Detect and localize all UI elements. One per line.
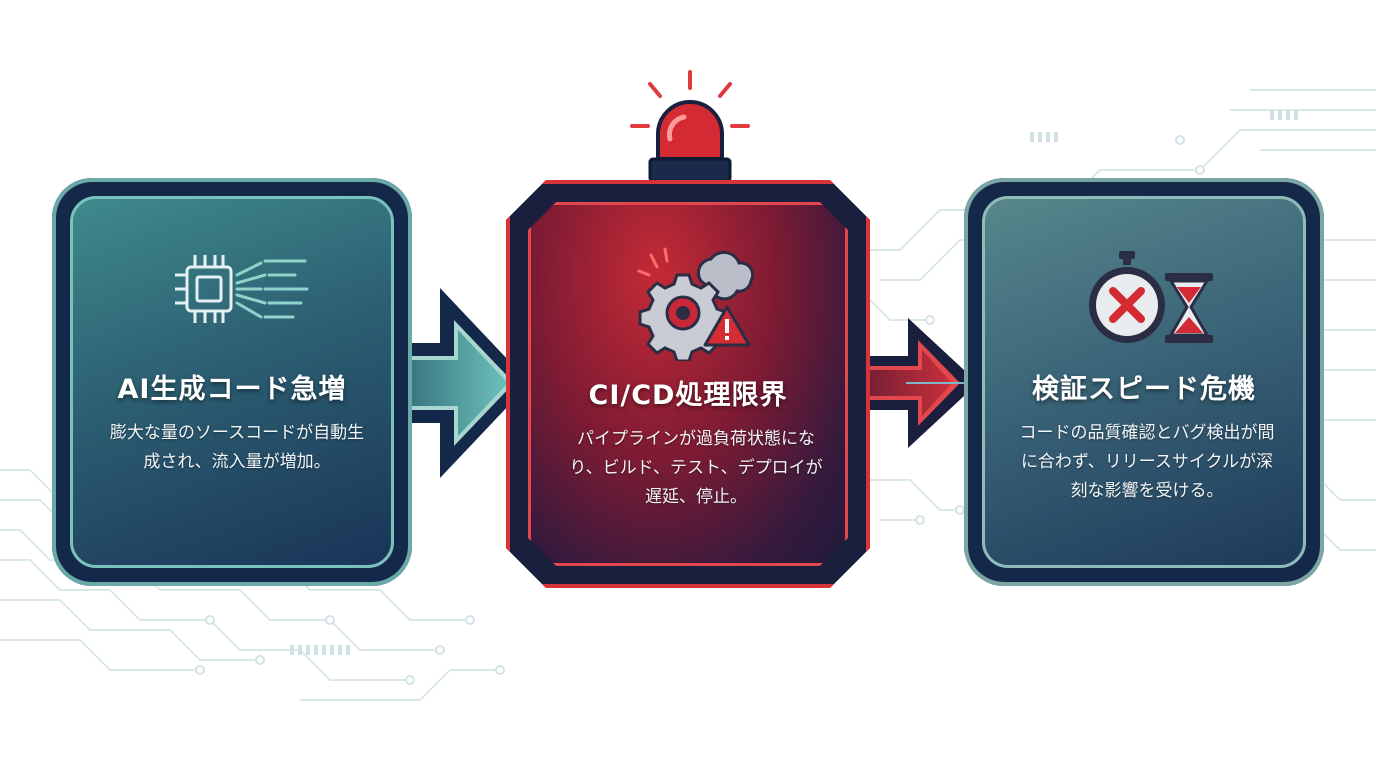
chip-code-icon	[175, 255, 309, 323]
gear-smoke-warning-icon	[631, 241, 761, 361]
step-card-ai-code: AI生成コード急増 膨大な量のソースコードが自動生成され、流入量が増加。	[52, 178, 412, 586]
step-description: 膨大な量のソースコードが自動生成され、流入量が増加。	[109, 423, 365, 472]
step-card-ai-code-panel: AI生成コード急増 膨大な量のソースコードが自動生成され、流入量が増加。	[70, 196, 394, 568]
flow-arrow-1	[380, 288, 530, 478]
step-description: コードの品質確認とバグ検出が間に合わず、リリースサイクルが深刻な影響を受ける。	[1019, 423, 1275, 501]
step-title: CI/CD処理限界	[588, 380, 788, 411]
siren-icon	[630, 70, 750, 183]
step-title: 検証スピード危機	[1032, 374, 1256, 405]
flow-arrow-2	[846, 318, 978, 448]
step-card-verification-panel: 検証スピード危機 コードの品質確認とバグ検出が間に合わず、リリースサイクルが深刻…	[982, 196, 1306, 568]
stopwatch-hourglass-icon	[1089, 251, 1213, 343]
step-card-cicd-panel: CI/CD処理限界 パイプラインが過負荷状態になり、ビルド、テスト、デプロイが遅…	[528, 202, 848, 566]
step-card-cicd: CI/CD処理限界 パイプラインが過負荷状態になり、ビルド、テスト、デプロイが遅…	[506, 180, 870, 588]
step-card-verification: 検証スピード危機 コードの品質確認とバグ検出が間に合わず、リリースサイクルが深刻…	[964, 178, 1324, 586]
step-description: パイプラインが過負荷状態になり、ビルド、テスト、デプロイが遅延、停止。	[569, 429, 823, 507]
step-title: AI生成コード急増	[117, 374, 347, 405]
